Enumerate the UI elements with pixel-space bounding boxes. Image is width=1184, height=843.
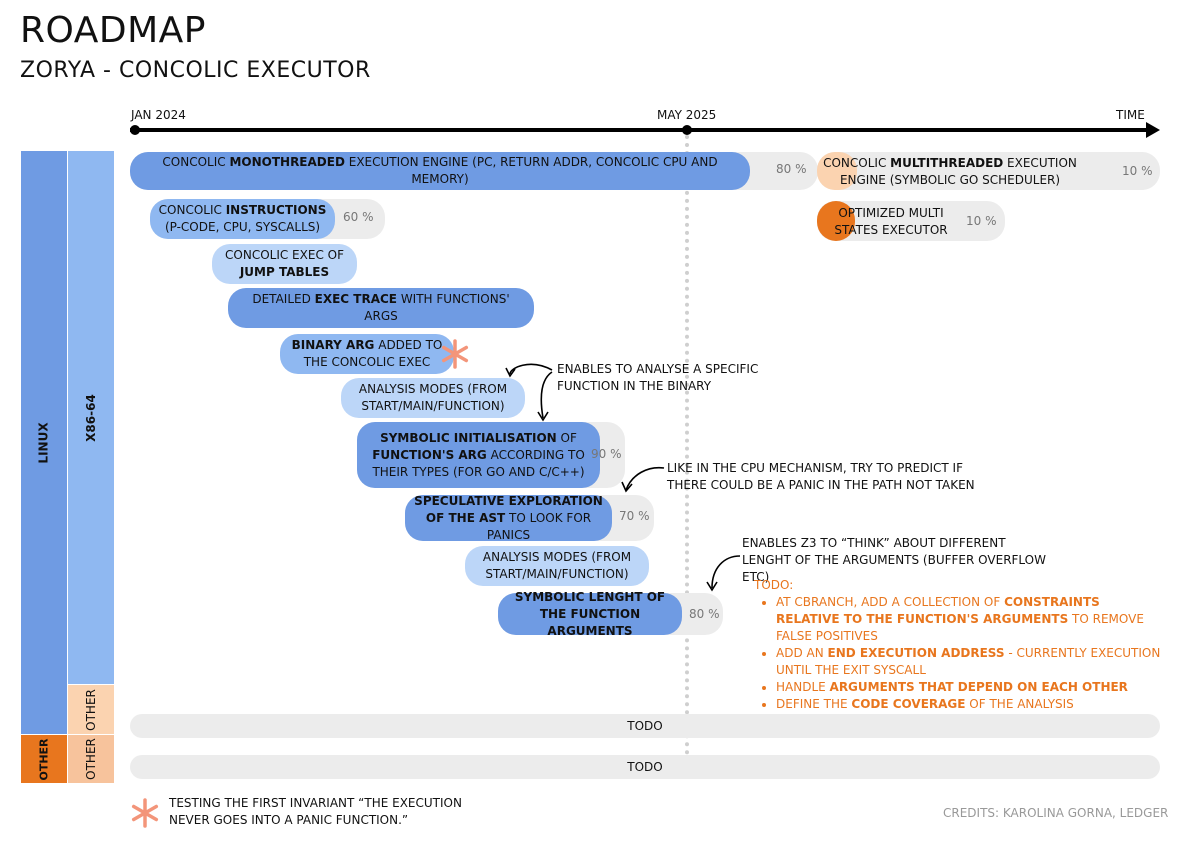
current-date-marker [685,135,689,755]
curved-arrow-icon [505,363,553,422]
credits: CREDITS: KAROLINA GORNA, LEDGER [943,806,1169,820]
curved-arrow-icon-2 [621,466,665,493]
task-exec-trace: DETAILED EXEC TRACE WITH FUNCTIONS' ARGS [228,288,534,328]
task-jump-tables: CONCOLIC EXEC OF JUMP TABLES [212,244,357,284]
task-optimized: OPTIMIZED MULTI STATES EXECUTOR [834,206,948,237]
task-monothreaded: CONCOLIC MONOTHREADED EXECUTION ENGINE (… [130,152,750,190]
timeline-mid-dot [682,125,692,135]
legend-asterisk-icon [131,798,159,828]
task-speculative: SPECULATIVE EXPLORATION OF THE AST TO LO… [405,494,612,542]
other-arch-column-2: OTHER [68,735,114,783]
other-arch-label: OTHER [84,688,98,731]
timeline-start-dot [130,125,140,135]
task-symbolic-init-pct: 90 % [591,447,622,461]
task-symbolic-length-pct: 80 % [689,607,720,621]
x86-label: X86-64 [84,393,99,442]
todo-item: ADD AN END EXECUTION ADDRESS - CURRENTLY… [776,645,1166,679]
other-arch-column: OTHER [68,685,114,734]
task-multithreaded-progress [817,152,857,190]
other-os-label: OTHER [37,737,51,781]
note-z3-length: ENABLES Z3 TO “THINK” ABOUT DIFFERENT LE… [742,536,1046,584]
other-os-column: OTHER [21,735,67,783]
timeline-end-label: TIME [1116,108,1145,122]
task-monothreaded-pct: 80 % [776,162,807,176]
task-speculative-pct: 70 % [619,509,650,523]
timeline-start-label: JAN 2024 [131,108,186,122]
task-multithreaded-track [817,152,1160,190]
todo-row-other-arch: TODO [130,714,1160,738]
timeline-mid-label: MAY 2025 [657,108,717,122]
todo-row-other-os: TODO [130,755,1160,779]
todo-item: DEFINE THE CODE COVERAGE OF THE ANALYSIS [776,696,1166,713]
task-optimized-pct: 10 % [966,214,997,228]
todo-list: TODO: AT CBRANCH, ADD A COLLECTION OF CO… [754,577,1166,713]
task-multithreaded-pct: 10 % [1122,164,1153,178]
task-analysis-modes-2: ANALYSIS MODES (FROM START/MAIN/FUNCTION… [465,546,649,586]
task-symbolic-init: SYMBOLIC INITIALISATION OF FUNCTION'S AR… [357,422,600,488]
linux-label: LINUX [37,421,51,464]
task-instructions-pct: 60 % [343,210,374,224]
timeline-axis [130,128,1150,132]
note-specific-function: ENABLES TO ANALYSE A SPECIFIC FUNCTION I… [557,362,759,393]
todo-heading: TODO: [754,578,794,592]
task-multithreaded: CONCOLIC MULTITHREADED EXECUTION ENGINE … [823,156,1077,187]
task-symbolic-length: SYMBOLIC LENGHT OF THE FUNCTION ARGUMENT… [498,590,682,638]
task-binary-arg: BINARY ARG ADDED TO THE CONCOLIC EXEC [280,334,454,374]
curved-arrow-icon-3 [706,555,741,592]
task-analysis-modes-1: ANALYSIS MODES (FROM START/MAIN/FUNCTION… [341,378,525,418]
linux-column: LINUX [21,151,67,734]
todo-item: AT CBRANCH, ADD A COLLECTION OF CONSTRAI… [776,594,1166,645]
todo-item: HANDLE ARGUMENTS THAT DEPEND ON EACH OTH… [776,679,1166,696]
timeline-arrow-icon [1146,122,1160,138]
x86-column: X86-64 [68,151,114,684]
page-subtitle: ZORYA - CONCOLIC EXECUTOR [20,58,371,83]
other-arch-label-2: OTHER [84,738,98,780]
task-instructions: CONCOLIC INSTRUCTIONS (P-CODE, CPU, SYSC… [150,199,335,239]
note-cpu-mechanism: LIKE IN THE CPU MECHANISM, TRY TO PREDIC… [667,461,975,492]
legend-text: TESTING THE FIRST INVARIANT “THE EXECUTI… [169,796,462,827]
page-title: ROADMAP [20,10,206,51]
task-optimized-progress [817,201,855,241]
asterisk-star-icon [441,339,469,369]
